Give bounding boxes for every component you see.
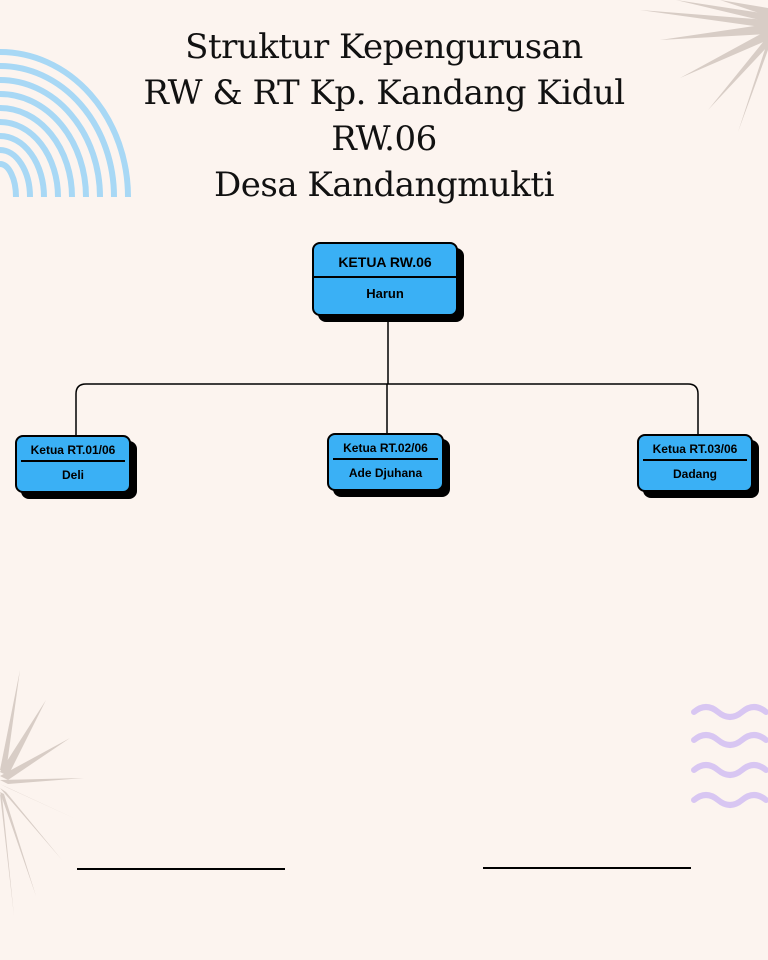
node-role: KETUA RW.06 xyxy=(338,254,432,270)
title-line-3: RW.06 xyxy=(331,119,437,159)
node-divider xyxy=(314,276,456,278)
node-divider xyxy=(333,458,438,460)
starburst-decoration-top xyxy=(640,0,768,132)
node-name: Deli xyxy=(61,468,84,482)
node-name: Ade Djuhana xyxy=(348,466,423,480)
org-node-ketua-rw: KETUA RW.06 Harun xyxy=(312,242,458,316)
title-line-4: Desa Kandangmukti xyxy=(214,165,554,205)
org-node-ketua-rt-01: Ketua RT.01/06 Deli xyxy=(15,435,131,493)
signature-line-left xyxy=(77,868,285,870)
org-node-ketua-rt-03: Ketua RT.03/06 Dadang xyxy=(637,434,753,492)
signature-line-right xyxy=(483,867,691,869)
starburst-decoration-bottom xyxy=(0,670,84,916)
purple-waves-decoration xyxy=(691,704,768,808)
blue-arcs-decoration xyxy=(0,49,131,198)
node-divider xyxy=(643,459,747,461)
node-name: Harun xyxy=(366,286,404,301)
node-role: Ketua RT.03/06 xyxy=(652,442,738,456)
title-line-1: Struktur Kepengurusan xyxy=(185,27,583,67)
node-role: Ketua RT.01/06 xyxy=(30,443,116,457)
node-name: Dadang xyxy=(672,467,717,481)
org-node-ketua-rt-02: Ketua RT.02/06 Ade Djuhana xyxy=(327,433,444,491)
node-divider xyxy=(21,460,125,462)
page-title: Struktur Kepengurusan RW & RT Kp. Kandan… xyxy=(0,24,768,208)
node-role: Ketua RT.02/06 xyxy=(343,441,428,455)
title-line-2: RW & RT Kp. Kandang Kidul xyxy=(143,73,625,113)
